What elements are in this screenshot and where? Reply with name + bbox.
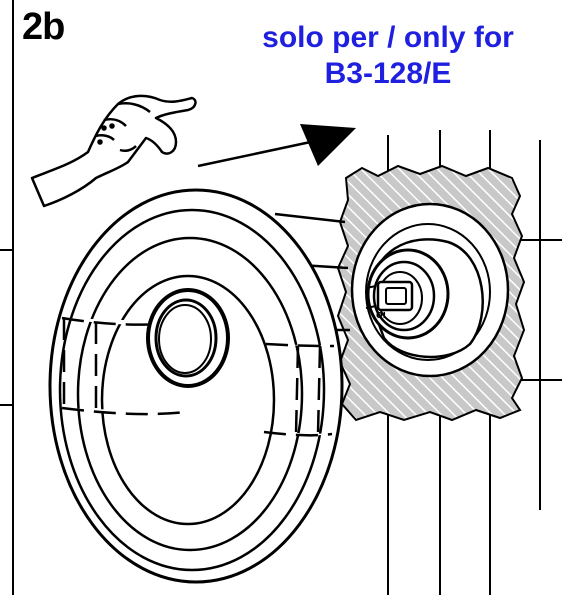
hand-icon: [30, 94, 197, 208]
left-border-rule: [12, 0, 14, 595]
valve-body: [365, 238, 484, 359]
step-label: 2b: [22, 6, 65, 48]
model-note-line-1: solo per / only for: [262, 21, 514, 54]
model-note-line-2: B3-128/E: [324, 57, 452, 90]
cover-plate: [48, 188, 344, 584]
model-note: solo per / only for B3-128/E: [228, 20, 548, 92]
arrow-icon: [300, 124, 356, 166]
valve-marking: oi: [376, 309, 386, 321]
